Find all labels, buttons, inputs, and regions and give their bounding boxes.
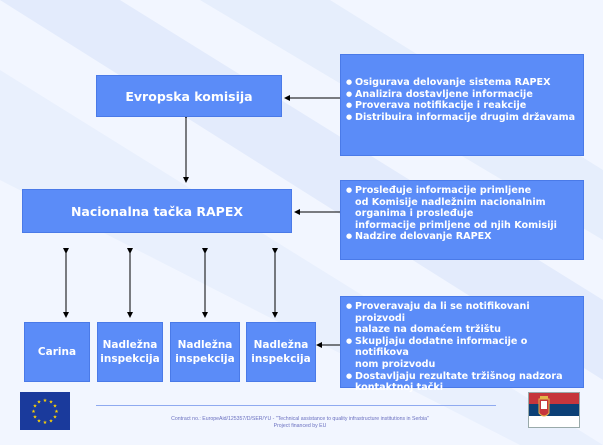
- inspection-bullets-list: Proveravaju da li se notifikovani proizv…: [346, 301, 579, 394]
- footer: Contract no.: EuropeAid/125357/D/SER/YU …: [100, 416, 500, 430]
- inspection-label: Nadležna inspekcija: [251, 339, 311, 365]
- svg-text:★: ★: [33, 415, 38, 421]
- footer-divider: [96, 405, 496, 406]
- inspection-bullet: Dostavljaju rezultate tržišnog nadzora k…: [346, 371, 579, 394]
- svg-text:★: ★: [53, 404, 58, 410]
- svg-text:★: ★: [43, 398, 48, 404]
- national-bullet: Prosleđuje informacije primljene od Komi…: [346, 185, 579, 231]
- national-bullets-box: Prosleđuje informacije primljene od Komi…: [340, 180, 584, 260]
- inspection-bullets-box: Proveravaju da li se notifikovani proizv…: [340, 296, 584, 393]
- ec-label: Evropska komisija: [125, 88, 253, 104]
- national-box: Nacionalna tačka RAPEX: [22, 189, 292, 233]
- inspection-label: Nadležna inspekcija: [100, 339, 160, 365]
- footer-contract: Contract no.: EuropeAid/125357/D/SER/YU …: [171, 416, 429, 422]
- national-bullets-list: Prosleđuje informacije primljene od Komi…: [346, 185, 579, 243]
- carina-label: Carina: [37, 346, 77, 358]
- svg-text:★: ★: [49, 400, 54, 406]
- svg-text:★: ★: [33, 404, 38, 410]
- ec-bullet: Osigurava delovanje sistema RAPEX: [346, 77, 579, 89]
- footer-funding: Project financed by EU: [273, 423, 327, 429]
- svg-text:★: ★: [37, 419, 42, 425]
- inspection-label: Nadležna inspekcija: [175, 339, 235, 365]
- inspection-bullet: Skupljaju dodatne informacije o notifiko…: [346, 336, 579, 371]
- svg-text:★: ★: [43, 420, 48, 426]
- inspection-box-1: Nadležna inspekcija: [97, 322, 163, 382]
- inspection-bullet: Proveravaju da li se notifikovani proizv…: [346, 301, 579, 336]
- svg-text:★: ★: [49, 419, 54, 425]
- ec-bullet: Analizira dostavljene informacije: [346, 89, 579, 101]
- carina-box: Carina: [24, 322, 90, 382]
- inspection-box-2: Nadležna inspekcija: [170, 322, 240, 382]
- svg-text:★: ★: [53, 415, 58, 421]
- ec-bullet: Distribuira informacije drugim državama: [346, 112, 579, 124]
- eu-flag-icon: ★ ★ ★ ★ ★ ★ ★ ★ ★ ★ ★ ★: [20, 392, 70, 430]
- ec-bullet: Proverava notifikacije i reakcije: [346, 100, 579, 112]
- ec-bullets-list: Osigurava delovanje sistema RAPEX Analiz…: [346, 77, 579, 123]
- svg-text:★: ★: [54, 409, 59, 415]
- svg-text:★: ★: [37, 400, 42, 406]
- national-label: Nacionalna tačka RAPEX: [70, 203, 244, 219]
- svg-text:★: ★: [31, 409, 36, 415]
- serbia-flag-icon: [528, 392, 580, 428]
- ec-bullets-box: Osigurava delovanje sistema RAPEX Analiz…: [340, 54, 584, 156]
- national-bullet: Nadzire delovanje RAPEX: [346, 231, 579, 243]
- inspection-box-3: Nadležna inspekcija: [246, 322, 316, 382]
- ec-box: Evropska komisija: [96, 75, 282, 117]
